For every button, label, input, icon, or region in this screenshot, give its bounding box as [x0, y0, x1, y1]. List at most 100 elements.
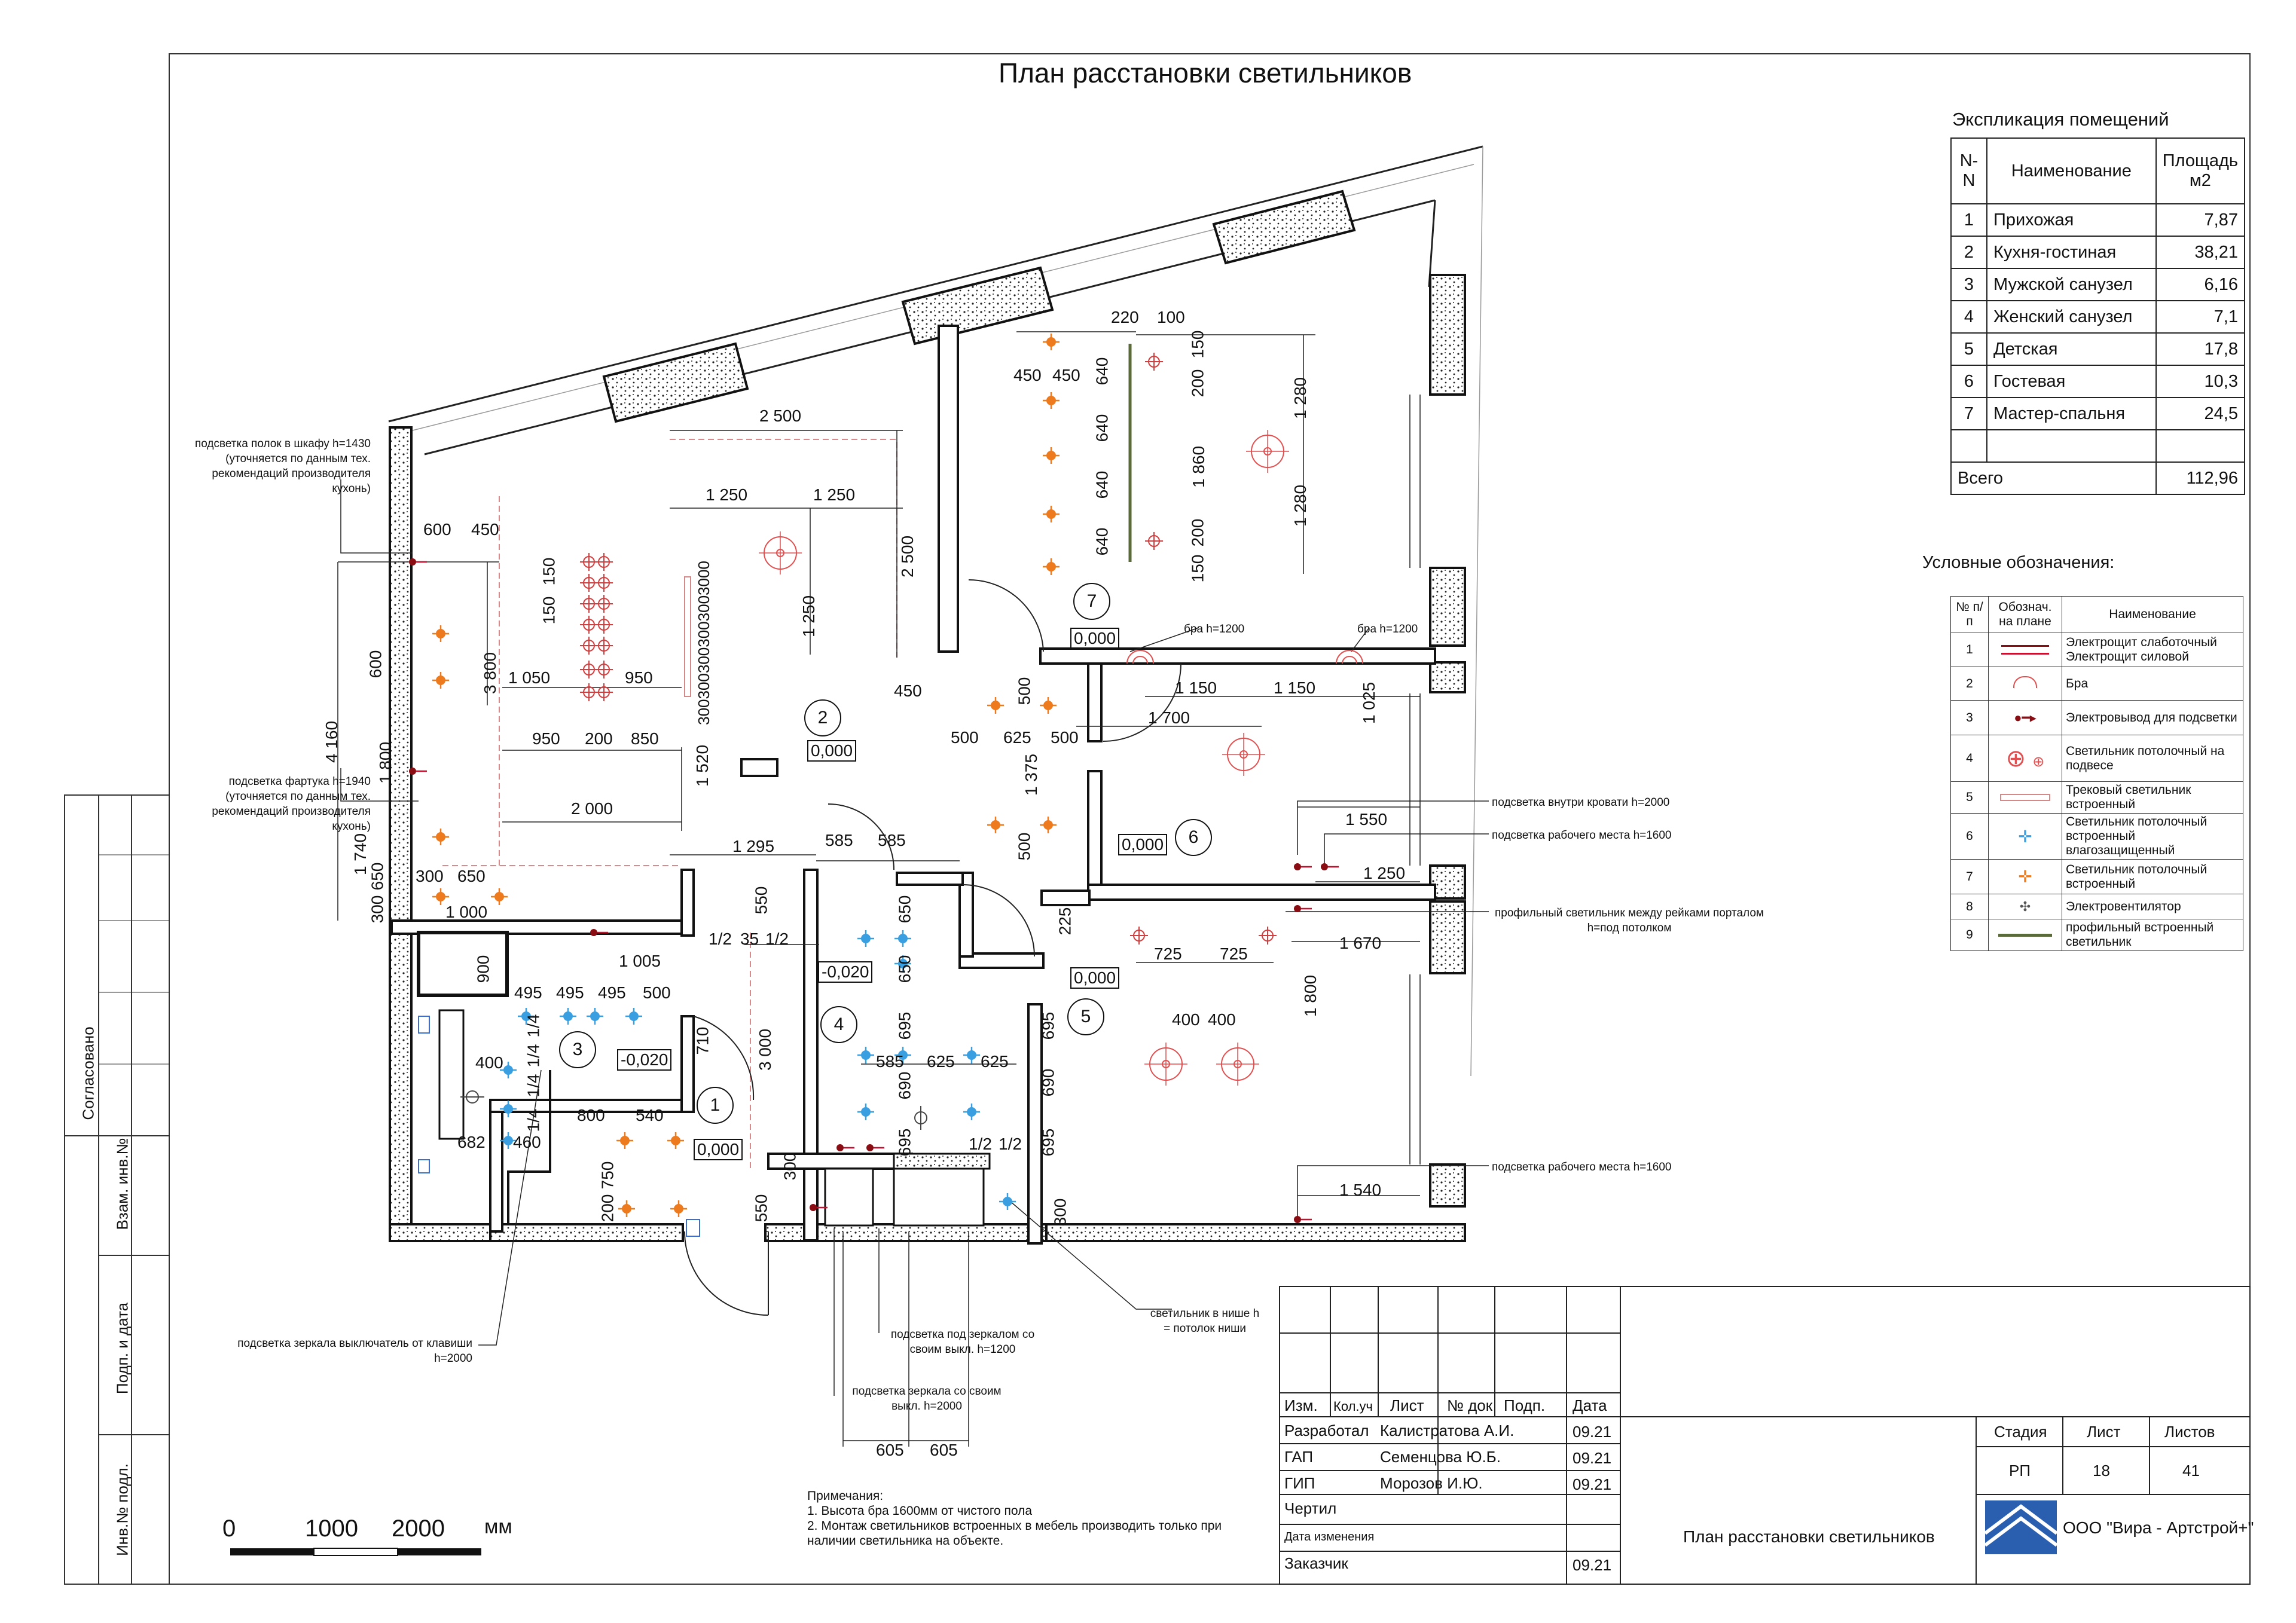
exterior-walls	[388, 145, 1483, 1242]
annotation-profile-portal: профильный светильник между рейками порт…	[1495, 907, 1764, 934]
tb-header-list: Лист	[1390, 1396, 1424, 1414]
room-level-4: -0,020	[818, 961, 873, 983]
note-line-2: 2. Монтаж светильников встроенных в мебе…	[807, 1519, 1222, 1533]
dimension-label: 1 250	[1363, 864, 1406, 882]
tb-sheet-value: 18	[2093, 1462, 2110, 1480]
track-light-strip	[684, 576, 691, 697]
dimension-label: 585	[876, 1052, 904, 1071]
dimension-label: 605	[876, 1441, 904, 1459]
waterproof-downlight-icon: ✛	[2018, 827, 2032, 846]
dimension-label: 2 500	[898, 535, 917, 578]
dimension-label: 1 250	[706, 485, 748, 504]
tb-role-change-date: Дата изменения	[1284, 1530, 1375, 1543]
dimension-label: 460	[513, 1133, 541, 1151]
tb-role-customer: Заказчик	[1284, 1554, 1348, 1572]
dimension-label: 4 160	[322, 720, 341, 763]
dimension-label: 150	[539, 557, 558, 586]
sheet-title: План расстановки светильников	[999, 57, 1412, 88]
explication-title: Экспликация помещений	[1952, 109, 2169, 130]
dimension-label: 690	[895, 1071, 914, 1100]
dimension-label: 605	[930, 1441, 958, 1459]
notes: Примечания: 1. Высота бра 1600мм от чист…	[807, 1488, 1222, 1548]
tb-role-developer: Разработал	[1284, 1422, 1369, 1439]
dimension-label: 710	[693, 1026, 712, 1055]
tb-header-sign: Подп.	[1504, 1396, 1546, 1414]
dimension-label: 1 540	[1339, 1181, 1382, 1199]
explication-header-name: Наименование	[1986, 137, 2157, 204]
dimension-label: 600	[366, 650, 385, 678]
legend-row: 9 профильный встроенный светильник	[1950, 919, 2243, 951]
profile-light-icon	[1998, 933, 2052, 937]
doors	[684, 579, 1181, 1316]
dimension-label: 300	[780, 1152, 799, 1181]
room-level-7: 0,000	[1070, 628, 1120, 649]
room-number-4: 4	[820, 1006, 857, 1043]
note-line-3: наличии светильника на объекте.	[807, 1534, 1004, 1548]
dimension-label: 450	[1052, 366, 1080, 384]
dimension-label: 750	[598, 1161, 617, 1190]
dimension-label: 650	[457, 867, 486, 885]
tb-drawing-title: План расстановки светильников	[1683, 1527, 1935, 1546]
dimension-label: 1/4	[524, 1074, 543, 1098]
tb-date-gap: 09.21	[1573, 1449, 1612, 1467]
dimension-label: 1/2	[999, 1135, 1022, 1153]
tb-sheets-label: Листов	[2164, 1423, 2215, 1441]
dimension-label: 1 025	[1360, 681, 1379, 725]
tb-sheet-label: Лист	[2087, 1423, 2121, 1441]
legend-row: 2 Бра	[1950, 667, 2243, 701]
room-number-7: 7	[1073, 583, 1110, 620]
notes-title: Примечания:	[807, 1489, 884, 1503]
stamp-agreed: Согласовано	[79, 1026, 97, 1120]
dimension-label: 1 150	[1274, 678, 1316, 697]
room-number-1: 1	[697, 1087, 734, 1124]
dimension-label: 695	[1039, 1128, 1058, 1157]
dimension-label: 900	[474, 955, 493, 983]
dimension-label: 500	[1051, 728, 1079, 747]
dimension-label: 500	[1015, 832, 1034, 861]
track-light-icon	[2000, 794, 2050, 801]
side-stamp	[64, 794, 170, 1585]
pendant-light-icon: ⊕ ⊕	[2005, 745, 2045, 772]
legend-row: 1 Электрощит слаботочный Электрощит сило…	[1950, 632, 2243, 667]
stamp-replaced-inv: Взам. инв.№	[113, 1138, 132, 1230]
explication-header-area: Площадь м2	[2155, 137, 2246, 204]
annotation-sconce-right: бра h=1200	[1357, 623, 1418, 635]
tb-name-gap: Семенцова Ю.Б.	[1380, 1448, 1501, 1466]
dimension-label: 500	[951, 728, 979, 747]
dimension-label: 225	[1055, 907, 1074, 936]
annotation-mirror-own-switch: подсветка зеркала со своим выкл. h=2000	[852, 1385, 1002, 1413]
dimension-label: 400	[1208, 1010, 1236, 1029]
dimension-label: 150	[539, 596, 558, 625]
annotation-bed-lighting: подсветка внутри кровати h=2000	[1492, 796, 1670, 809]
tb-role-gip: ГИП	[1284, 1474, 1315, 1492]
table-row	[1950, 429, 2246, 463]
dimension-label: 150	[1188, 330, 1207, 359]
scale-label-0: 0	[222, 1515, 236, 1542]
dimension-label: 695	[895, 1011, 914, 1040]
room-number-5: 5	[1067, 998, 1104, 1035]
dimension-label: 640	[1092, 527, 1112, 556]
legend-row: 7 ✛ Светильник потолочный встроенный	[1950, 859, 2243, 894]
dimension-label: 600	[423, 520, 451, 539]
dimension-label: 1 280	[1291, 484, 1310, 527]
room-number-2: 2	[804, 699, 841, 736]
leader-lines	[340, 479, 1489, 1396]
exhaust-fan-icon: ✣	[2019, 898, 2031, 914]
annotation-sconce-left: бра h=1200	[1184, 623, 1245, 635]
interior-walls	[390, 325, 1436, 1245]
dimension-label: 495	[598, 983, 626, 1002]
wall-sconce-icon	[2013, 676, 2037, 688]
dimension-label: 950	[532, 729, 560, 748]
tb-name-gip: Морозов И.Ю.	[1380, 1474, 1483, 1492]
annotation-workplace-top: подсветка рабочего места h=1600	[1492, 829, 1672, 842]
scale-label-2000: 2000	[392, 1515, 445, 1542]
dimension-label: 682	[457, 1133, 486, 1151]
annotation-niche-light: светильник в нише h = потолок ниши	[1150, 1307, 1260, 1335]
dimension-label: 725	[1154, 945, 1182, 963]
annotation-workplace-bottom: подсветка рабочего места h=1600	[1492, 1161, 1672, 1173]
